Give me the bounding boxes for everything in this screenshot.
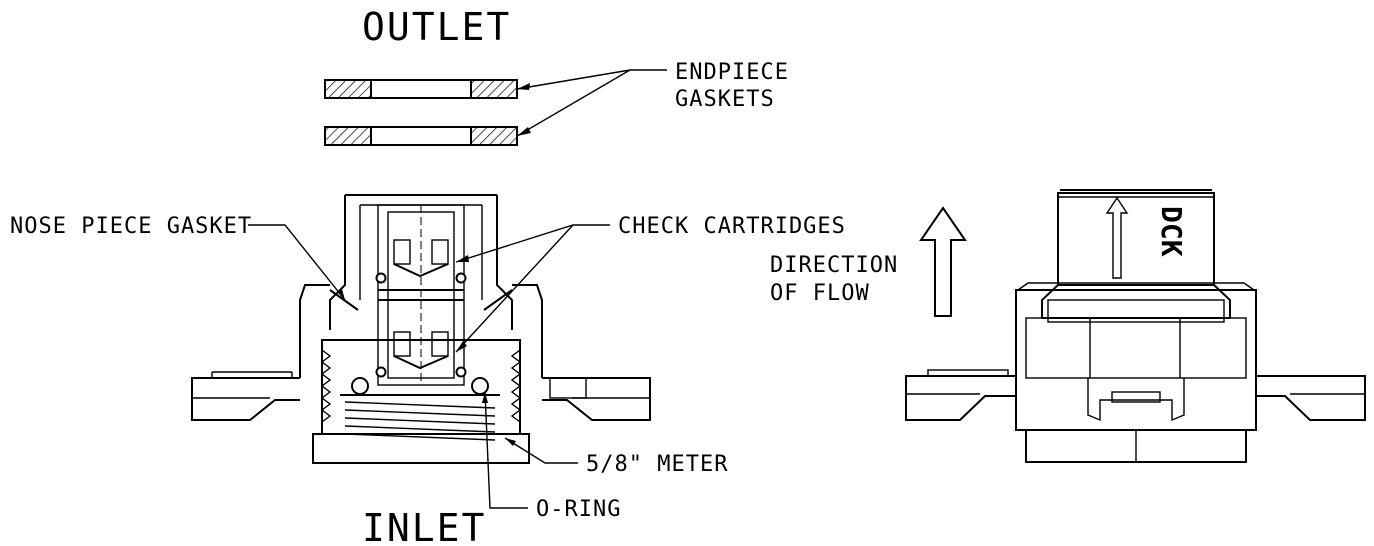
endpiece-gasket-top bbox=[324, 79, 518, 99]
endpiece-label-line1: ENDPIECE bbox=[675, 60, 789, 85]
inlet-title: INLET bbox=[362, 506, 486, 546]
outlet-title: OUTLET bbox=[362, 5, 511, 49]
valve-cross-section bbox=[191, 194, 651, 464]
valve-external-view bbox=[905, 189, 1366, 463]
up-arrow-icon bbox=[919, 206, 967, 317]
endpiece-leader bbox=[516, 69, 667, 137]
direction-label-line1: DIRECTION bbox=[770, 253, 898, 278]
o-ring-leader bbox=[482, 391, 528, 509]
nose-piece-gasket-label: NOSE PIECE GASKET bbox=[10, 214, 252, 239]
o-ring-label: O-RING bbox=[536, 497, 621, 522]
check-cartridges-leader bbox=[455, 224, 610, 353]
endpiece-gasket-bottom bbox=[324, 126, 518, 146]
cartridge-mark: DCK bbox=[1155, 206, 1188, 257]
meter-label: 5/8" METER bbox=[586, 452, 728, 477]
endpiece-label-line2: GASKETS bbox=[675, 87, 775, 112]
meter-leader bbox=[504, 437, 578, 464]
check-cartridges-label: CHECK CARTRIDGES bbox=[618, 214, 846, 239]
direction-label-line2: OF FLOW bbox=[770, 281, 870, 306]
nose-piece-leader bbox=[248, 224, 346, 301]
